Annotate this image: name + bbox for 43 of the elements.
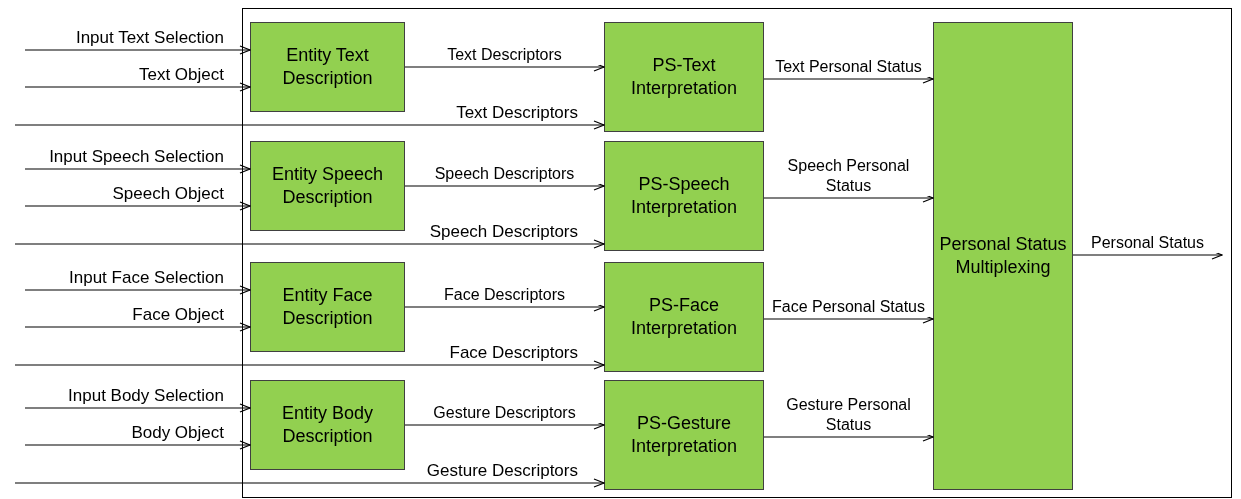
arrow	[14, 360, 605, 370]
arrow	[763, 432, 934, 442]
arrow	[14, 239, 605, 249]
process-box: Personal Status Multiplexing	[933, 22, 1073, 490]
edge-label: Text Descriptors	[456, 103, 578, 123]
arrow	[24, 285, 251, 295]
arrow	[1072, 250, 1223, 260]
arrow	[24, 82, 251, 92]
arrow	[14, 478, 605, 488]
arrow	[763, 193, 934, 203]
edge-label: Text Object	[138, 65, 224, 85]
arrow	[763, 314, 934, 324]
arrow	[404, 62, 605, 72]
process-box: Entity Speech Description	[250, 141, 405, 231]
arrow	[24, 322, 251, 332]
system-frame	[242, 8, 1232, 498]
process-box: PS-Gesture Interpretation	[604, 380, 764, 490]
arrow	[24, 164, 251, 174]
arrow	[14, 120, 605, 130]
arrow	[404, 181, 605, 191]
edge-label: Input Text Selection	[75, 28, 224, 48]
edge-label: Face Descriptors	[449, 343, 578, 363]
process-box: PS-Speech Interpretation	[604, 141, 764, 251]
arrow	[24, 45, 251, 55]
process-box: Entity Face Description	[250, 262, 405, 352]
edge-label: Body Object	[131, 423, 224, 443]
process-box: PS-Text Interpretation	[604, 22, 764, 132]
edge-label: Face Object	[132, 305, 224, 325]
arrow	[404, 302, 605, 312]
arrow	[404, 420, 605, 430]
process-box: Entity Body Description	[250, 380, 405, 470]
edge-label: Speech Object	[112, 184, 224, 204]
arrow	[24, 440, 251, 450]
edge-label: Gesture Descriptors	[426, 461, 578, 481]
arrow	[24, 403, 251, 413]
edge-label: Speech Descriptors	[429, 222, 578, 242]
process-box: PS-Face Interpretation	[604, 262, 764, 372]
arrow	[763, 74, 934, 84]
process-box: Entity Text Description	[250, 22, 405, 112]
edge-label: Input Speech Selection	[49, 147, 224, 167]
edge-label: Input Face Selection	[69, 268, 224, 288]
arrow	[24, 201, 251, 211]
edge-label: Input Body Selection	[68, 386, 224, 406]
